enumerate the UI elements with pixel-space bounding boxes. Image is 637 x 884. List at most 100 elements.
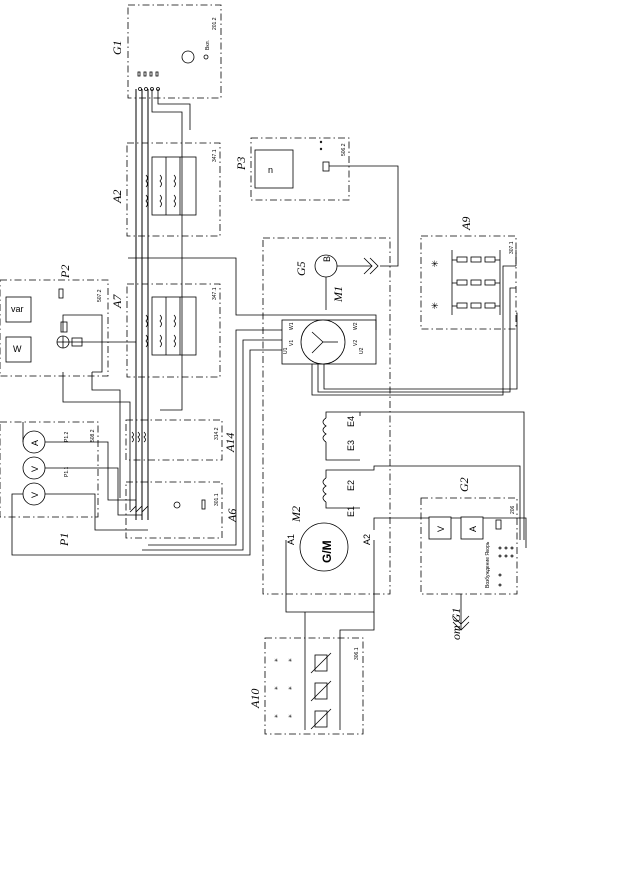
block-p3: P3 506.2 n — [234, 137, 399, 267]
block-a7-frame — [126, 283, 221, 378]
block-a14-label: A14 — [223, 433, 237, 453]
from-g1-arrow-icon — [452, 615, 470, 631]
speed-display-label: n — [268, 165, 273, 175]
dc-machine-icon — [299, 522, 349, 572]
block-g2-frame — [420, 497, 518, 595]
a6-connector-icon — [201, 499, 206, 510]
machine-frame — [262, 237, 391, 595]
m1-terminal-w1: W1 — [289, 322, 295, 330]
svg-text:✳: ✳ — [288, 714, 292, 720]
winding-label-e2: E2 — [346, 480, 356, 491]
g1-terminals — [137, 71, 160, 91]
svg-text:✳: ✳ — [288, 686, 292, 692]
block-m1: M1 W1 V1 U1 W2 V2 U2 — [128, 257, 518, 556]
block-a7: A7 347.1 — [110, 283, 221, 378]
block-a14-frame — [125, 419, 223, 461]
block-p1: P1 508.2 P1.2 P1.1 A V V — [0, 421, 148, 556]
contactor-a6-icon — [129, 505, 149, 513]
voltmeter-2-label: V — [30, 492, 40, 498]
svg-text:✳: ✳ — [274, 686, 278, 692]
block-g1: G1 201.2 Вкл. — [110, 4, 222, 99]
block-m1-label: M1 — [331, 286, 345, 303]
encoder-symbol: B — [322, 256, 332, 262]
block-a10-label: A10 — [248, 689, 262, 709]
m1-terminal-w2: W2 — [353, 322, 359, 330]
block-a9: A9 307.1 ✳ ✳ — [420, 217, 517, 330]
varmeter-label: var — [11, 304, 24, 314]
block-a6-label: A6 — [225, 509, 239, 523]
m1-terminal-box — [281, 319, 377, 365]
block-p2: P2 507.2 var W — [0, 265, 136, 377]
power-switch-icon — [181, 50, 195, 64]
winding-e1e2-icon — [322, 477, 327, 503]
voltmeter-1-label: V — [30, 466, 40, 472]
svg-text:✳: ✳ — [274, 714, 278, 720]
block-a2-frame — [126, 142, 221, 237]
block-a14-code: 314.2 — [214, 427, 220, 440]
m2-terminal-a2: A2 — [362, 534, 372, 545]
block-g1-label: G1 — [110, 40, 124, 55]
g2-terminals — [498, 546, 514, 587]
m1-terminal-v2: V2 — [353, 340, 359, 346]
block-a2: A2 347.1 — [110, 142, 221, 237]
block-g2-code: 206 — [510, 505, 516, 514]
lamp-icon-2: ✳ — [431, 301, 439, 311]
block-a10-frame — [264, 637, 364, 735]
block-g1-code: 201.2 — [212, 17, 218, 30]
winding-label-e4: E4 — [346, 416, 356, 427]
block-p3-frame — [250, 137, 350, 201]
block-m2-label: M2 — [289, 506, 303, 523]
wattmeter-display — [5, 336, 32, 363]
block-a7-code: 347.1 — [212, 287, 218, 300]
winding-e3e4-icon — [322, 417, 327, 443]
switch-label: Вкл. — [205, 40, 211, 50]
p3-connector-icon — [322, 161, 330, 172]
block-p2-frame — [0, 279, 109, 377]
excitation-windings: E1 E2 E3 E4 — [322, 411, 525, 540]
svg-text:✳: ✳ — [274, 658, 278, 664]
a6-switch-icon — [173, 501, 181, 509]
winding-label-e1: E1 — [346, 506, 356, 517]
block-g1-frame — [127, 4, 222, 99]
varmeter-display — [5, 296, 32, 323]
transformer-a7-icon — [151, 296, 197, 356]
p2-switch-icon — [58, 288, 64, 299]
svg-text:✳: ✳ — [288, 658, 292, 664]
block-a6-frame — [125, 481, 223, 539]
dc-machine-symbol: G/M — [320, 540, 334, 563]
g2-voltmeter-display — [428, 516, 452, 540]
block-p3-label: P3 — [234, 157, 248, 171]
block-a9-code: 307.1 — [509, 241, 515, 254]
wattmeter-label: W — [13, 344, 22, 354]
g2-ammeter-label: A — [468, 526, 478, 532]
block-p2-label: P2 — [58, 265, 72, 279]
block-g2-label: G2 — [457, 477, 471, 492]
lamp-icon-1: ✳ — [431, 259, 439, 269]
block-p1-code: 508.2 — [90, 429, 96, 442]
block-a14: A14 314.2 — [125, 419, 237, 461]
block-a10: A10 306.1 ✳ ✳ ✳ ✳ ✳ ✳ — [248, 612, 375, 735]
block-a6-code: 301.1 — [214, 493, 220, 506]
m1-terminal-u1: U1 — [283, 347, 289, 354]
resistor-bank-a9 — [451, 250, 501, 315]
block-a10-code: 306.1 — [354, 647, 360, 660]
transformer-a2-icon — [151, 156, 197, 216]
speed-display — [254, 149, 294, 189]
block-g5: G5 B — [294, 254, 379, 310]
block-a9-label: A9 — [459, 217, 473, 231]
g2-caption: Возбуждение Якорь — [485, 541, 491, 588]
ammeter-label: A — [30, 440, 40, 446]
block-p2-code: 507.2 — [97, 289, 103, 302]
block-p1-label: P1 — [57, 533, 71, 547]
m2-terminal-a1: A1 — [286, 534, 296, 545]
block-a7-label: A7 — [110, 294, 124, 309]
block-p3-code: 506.2 — [341, 143, 347, 156]
block-p1-frame — [0, 421, 99, 518]
g2-voltmeter-label: V — [436, 526, 446, 532]
block-a2-code: 347.1 — [212, 149, 218, 162]
block-g5-label: G5 — [294, 261, 308, 276]
g2-switch-icon — [495, 519, 502, 530]
winding-label-e3: E3 — [346, 440, 356, 451]
rheostat-icons — [304, 650, 341, 730]
